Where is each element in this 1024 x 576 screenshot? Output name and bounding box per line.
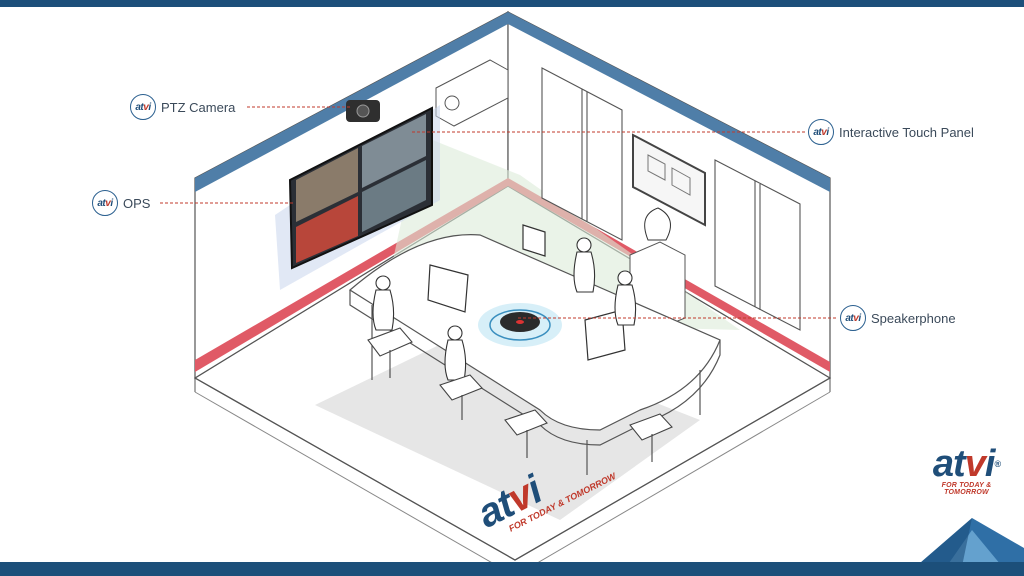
- bottom-bar: [0, 562, 1024, 576]
- meeting-participants: [372, 237, 637, 381]
- brand-logo-tagline: FOR TODAY & TOMORROW: [941, 482, 992, 496]
- window-right: [714, 159, 801, 331]
- window-left: [541, 67, 623, 241]
- floor-shadow: [315, 330, 700, 520]
- chairs: [367, 327, 673, 462]
- brand-logo: atvi® FOR TODAY & TOMORROW: [919, 443, 1014, 496]
- speakerphone-label: Speakerphone: [871, 310, 956, 326]
- ptz-camera-label: PTZ Camera: [161, 99, 236, 115]
- interactive-touch-panel-graphic: [275, 105, 440, 290]
- laptops: [427, 224, 626, 361]
- right-top-band: [508, 12, 830, 192]
- bulletin-board: [632, 133, 706, 227]
- ops-label: OPS: [123, 195, 151, 211]
- top-bar: [0, 0, 1024, 7]
- wall-shelf: [435, 59, 509, 127]
- interactive-touch-panel-label: Interactive Touch Panel: [839, 124, 974, 140]
- callout-lines: [160, 106, 838, 319]
- ptz-camera-graphic: [346, 100, 380, 122]
- speakerphone-graphic: [478, 303, 562, 347]
- brand-logo-word: atvi®: [932, 443, 1001, 485]
